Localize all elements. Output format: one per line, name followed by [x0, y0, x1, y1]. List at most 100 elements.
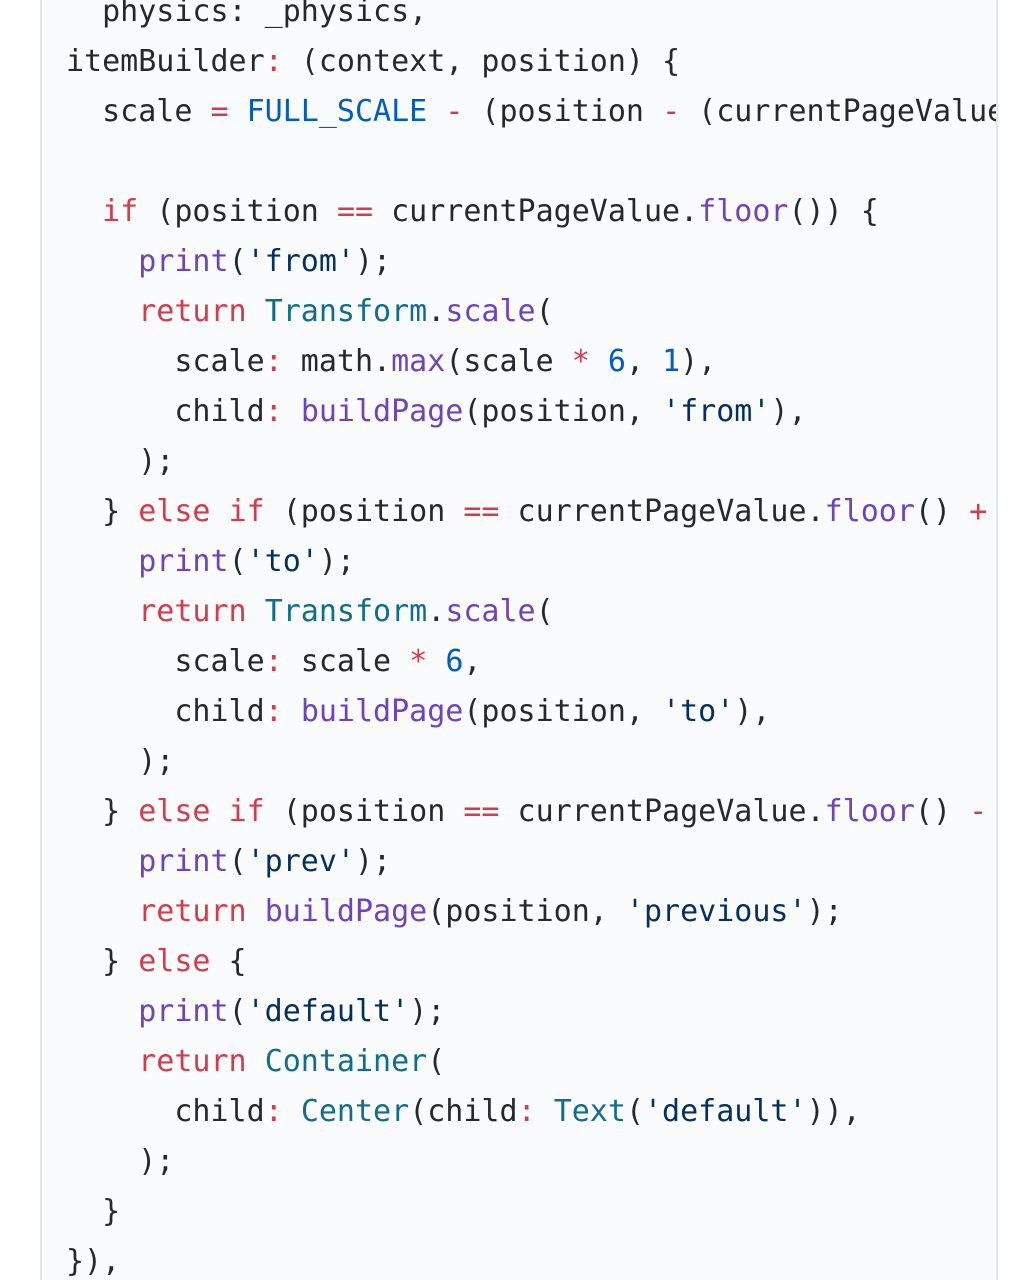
code-text: child — [66, 394, 265, 429]
code-text — [247, 1044, 265, 1079]
code-text — [66, 594, 138, 629]
operator: : — [264, 344, 283, 379]
code-text: { — [210, 944, 247, 979]
operator: - — [969, 794, 988, 829]
code-text: ); — [66, 1144, 175, 1179]
code-line — [66, 137, 996, 187]
code-text — [247, 894, 265, 929]
operator: == — [463, 794, 500, 829]
code-text: ( — [535, 594, 554, 629]
code-text: ); — [409, 994, 446, 1029]
operator: == — [463, 494, 500, 529]
code-text: (scale — [445, 344, 572, 379]
operator: : — [517, 1094, 536, 1129]
operator: : — [264, 44, 283, 79]
code-text — [211, 494, 229, 529]
code-text: }), — [66, 1244, 121, 1279]
code-text: ), — [680, 344, 717, 379]
code-text — [66, 894, 138, 929]
code-line: child: buildPage(position, 'to'), — [66, 687, 996, 737]
operator: - — [445, 94, 464, 129]
code-text: ( — [228, 244, 247, 279]
string-literal: 'to' — [662, 694, 735, 729]
code-text: child — [66, 694, 265, 729]
operator: * — [409, 644, 428, 679]
code-text: scale — [66, 644, 265, 679]
code-line: scale: math.max(scale * 6, 1), — [66, 337, 996, 387]
code-line: ); — [66, 737, 996, 787]
code-text: (child — [409, 1094, 518, 1129]
operator: = — [210, 94, 229, 129]
code-text: } — [66, 794, 139, 829]
code-text: ), — [734, 694, 771, 729]
code-text — [247, 594, 265, 629]
operator: : — [264, 694, 283, 729]
code-text: (context, position) { — [282, 44, 681, 79]
code-line: physics: _physics, — [66, 0, 996, 37]
code-text — [283, 694, 301, 729]
code-line: print('prev'); — [66, 837, 996, 887]
code-text: currentPageValue. — [373, 194, 699, 229]
code-text: (position — [138, 194, 337, 229]
code-text: itemBuilder — [66, 44, 265, 79]
string-literal: 'prev' — [246, 844, 355, 879]
code-text: ( — [625, 1094, 644, 1129]
keyword: return — [138, 1044, 247, 1079]
code-text: ( — [535, 294, 554, 329]
code-line: if (position == currentPageValue.floor()… — [66, 187, 996, 237]
code-text: ); — [806, 894, 843, 929]
code-text: } — [66, 944, 139, 979]
code-text: ( — [427, 1044, 446, 1079]
code-line: return Container( — [66, 1037, 996, 1087]
code-line: child: Center(child: Text('default')), — [66, 1087, 996, 1137]
keyword: return — [138, 294, 247, 329]
code-line: print('to'); — [66, 537, 996, 587]
code-text — [66, 294, 138, 329]
code-text: (position, — [463, 394, 663, 429]
string-literal: 'default' — [644, 1094, 807, 1129]
code-text: , — [625, 344, 663, 379]
number-literal: 6 — [607, 344, 626, 379]
code-text: physics: _physics, — [66, 0, 428, 29]
code-text: } — [66, 1194, 121, 1229]
code-text — [283, 1094, 301, 1129]
code-line: }), — [66, 1237, 996, 1280]
class-name: Center — [300, 1094, 410, 1129]
string-literal: 'from' — [246, 244, 355, 279]
code-text: (position — [264, 794, 464, 829]
code-text: (position — [463, 94, 663, 129]
function-name: max — [391, 344, 446, 379]
code-listing: physics: _physics, itemBuilder: (context,… — [66, 0, 996, 1280]
code-text: . — [427, 594, 446, 629]
code-text: currentPageValue. — [499, 794, 825, 829]
keyword: else — [138, 494, 211, 529]
code-text: (position — [264, 494, 464, 529]
code-text: currentPageValue. — [499, 494, 825, 529]
class-name: Transform — [264, 594, 428, 629]
class-name: Transform — [264, 294, 428, 329]
operator: : — [264, 644, 283, 679]
code-text: ); — [66, 444, 175, 479]
code-text: math. — [282, 344, 392, 379]
function-name: scale — [445, 294, 536, 329]
code-line: } else { — [66, 937, 996, 987]
function-name: buildPage — [300, 694, 464, 729]
code-text: , — [463, 644, 482, 679]
code-text: )), — [806, 1094, 861, 1129]
code-line: print('from'); — [66, 237, 996, 287]
number-literal: 1 — [662, 344, 681, 379]
function-name: print — [138, 544, 229, 579]
code-line: child: buildPage(position, 'from'), — [66, 387, 996, 437]
function-name: buildPage — [264, 894, 428, 929]
code-text: ( — [228, 844, 247, 879]
code-block[interactable]: physics: _physics, itemBuilder: (context,… — [40, 0, 998, 1280]
code-line: itemBuilder: (context, position) { — [66, 37, 996, 87]
code-text: ( — [228, 994, 247, 1029]
code-text: scale — [66, 94, 211, 129]
function-name: print — [138, 994, 229, 1029]
string-literal: 'default' — [246, 994, 410, 1029]
code-text: . — [427, 294, 446, 329]
string-literal: 'from' — [662, 394, 771, 429]
keyword: if — [228, 494, 265, 529]
